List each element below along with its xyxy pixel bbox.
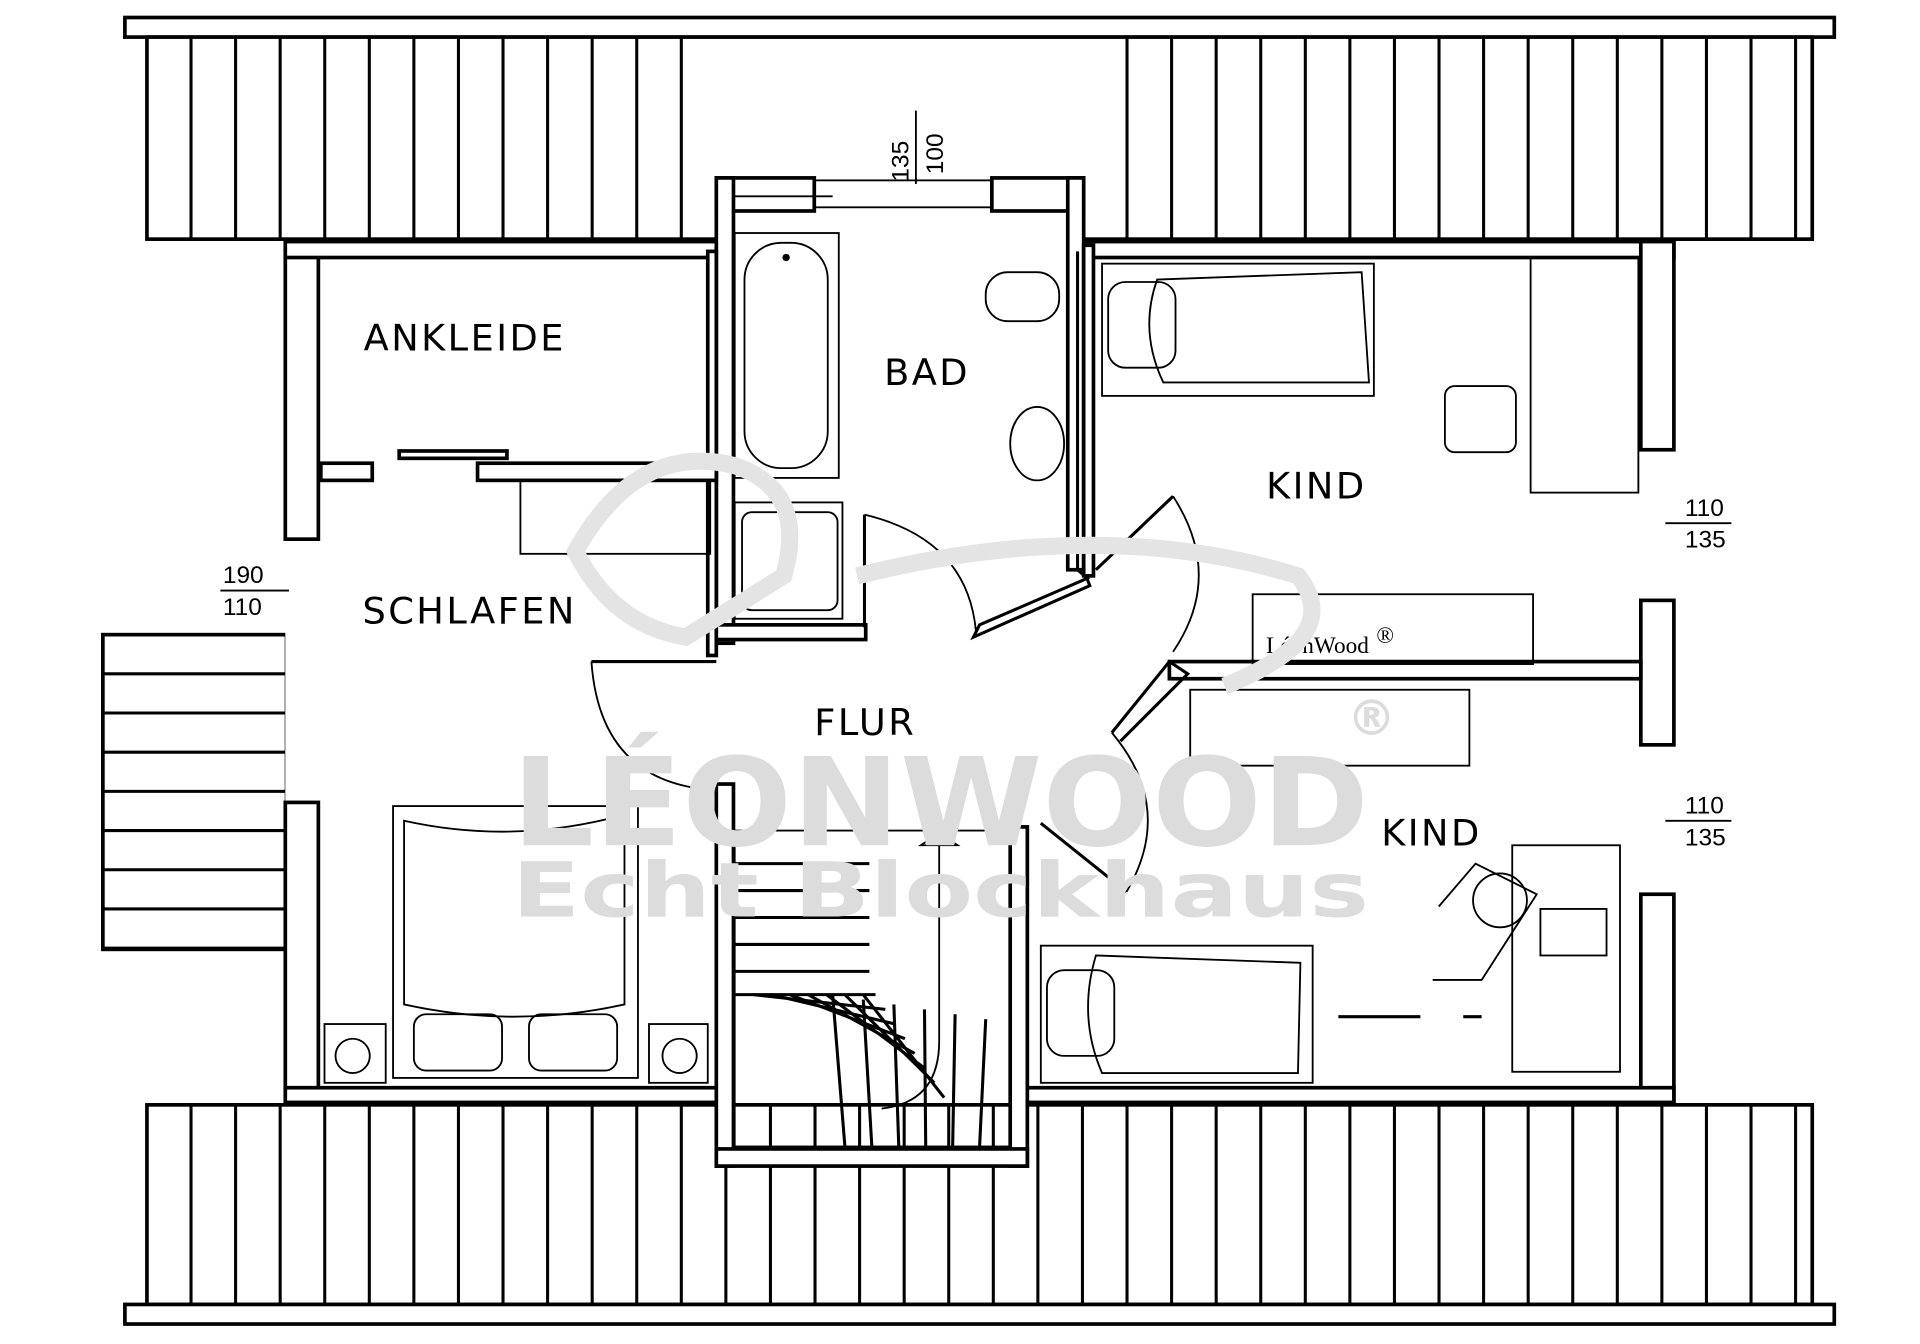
dim-135: 135 <box>888 141 915 182</box>
stair-tread <box>892 1004 901 1147</box>
washbasin <box>1009 405 1065 482</box>
roof-top <box>123 15 1837 241</box>
kid-room-1-door-swing <box>1172 495 1200 653</box>
dimension-top-window: 135 100 <box>888 110 949 185</box>
dresser <box>1189 688 1471 767</box>
stair-tread <box>861 999 874 1147</box>
stair-tread <box>831 994 847 1147</box>
desk <box>1529 256 1640 494</box>
dimension-left-door: 190 110 <box>220 562 289 621</box>
bedroom-door-swing <box>590 661 717 792</box>
watermark-registered: ® <box>1347 690 1396 747</box>
stair-tread <box>978 1019 988 1147</box>
wardrobe <box>519 479 712 555</box>
room-label-kind-1: KIND <box>1266 465 1366 508</box>
interior-walls <box>318 243 1643 1168</box>
room-label-kind-2: KIND <box>1381 811 1481 854</box>
watermark-brand: LÉONWOOD <box>512 731 1369 874</box>
bathtub <box>733 232 840 479</box>
dimension-right-window-2: 110 135 <box>1665 792 1732 851</box>
balcony <box>101 632 289 952</box>
dresser <box>1251 593 1534 665</box>
room-label-flur: FLUR <box>814 701 916 744</box>
kid-room-2-door-swing <box>1111 732 1149 893</box>
dim-110: 110 <box>1685 792 1724 819</box>
desk <box>1511 844 1621 1073</box>
bedroom-furniture <box>323 479 712 1084</box>
staircase <box>733 829 1012 1148</box>
dim-135: 135 <box>1685 824 1726 851</box>
stair-tread <box>951 1014 957 1147</box>
stair-tread <box>807 993 916 1055</box>
room-label-schlafen: SCHLAFEN <box>362 590 576 633</box>
watermark-tagline: Echt Blockhaus <box>512 846 1369 934</box>
double-bed <box>392 805 639 1079</box>
watermark: LÉONWOOD ® Echt Blockhaus <box>512 452 1396 934</box>
watermark-lion-icon <box>565 452 799 647</box>
kid-room-2-furniture <box>1039 688 1621 1084</box>
bathroom-fixtures <box>733 232 1065 620</box>
room-label-ankleide: ANKLEIDE <box>364 317 566 360</box>
room-label-bad: BAD <box>884 351 970 394</box>
bed <box>1039 944 1314 1084</box>
dim-110: 110 <box>223 594 262 621</box>
bed <box>1101 262 1375 397</box>
dim-110: 110 <box>1685 495 1724 522</box>
watermark-swoosh-icon <box>855 536 1321 695</box>
stair-direction-arrow-icon <box>917 831 961 847</box>
dim-135: 135 <box>1685 527 1726 554</box>
dim-190: 190 <box>223 562 264 589</box>
logo-registered: ® <box>1376 623 1394 649</box>
dim-100: 100 <box>922 133 949 174</box>
chair <box>1443 385 1517 454</box>
person-at-desk-icon <box>1472 872 1528 929</box>
toilet <box>984 271 1061 323</box>
dimension-right-window-1: 110 135 <box>1665 495 1732 554</box>
stair-tread <box>922 1009 928 1147</box>
